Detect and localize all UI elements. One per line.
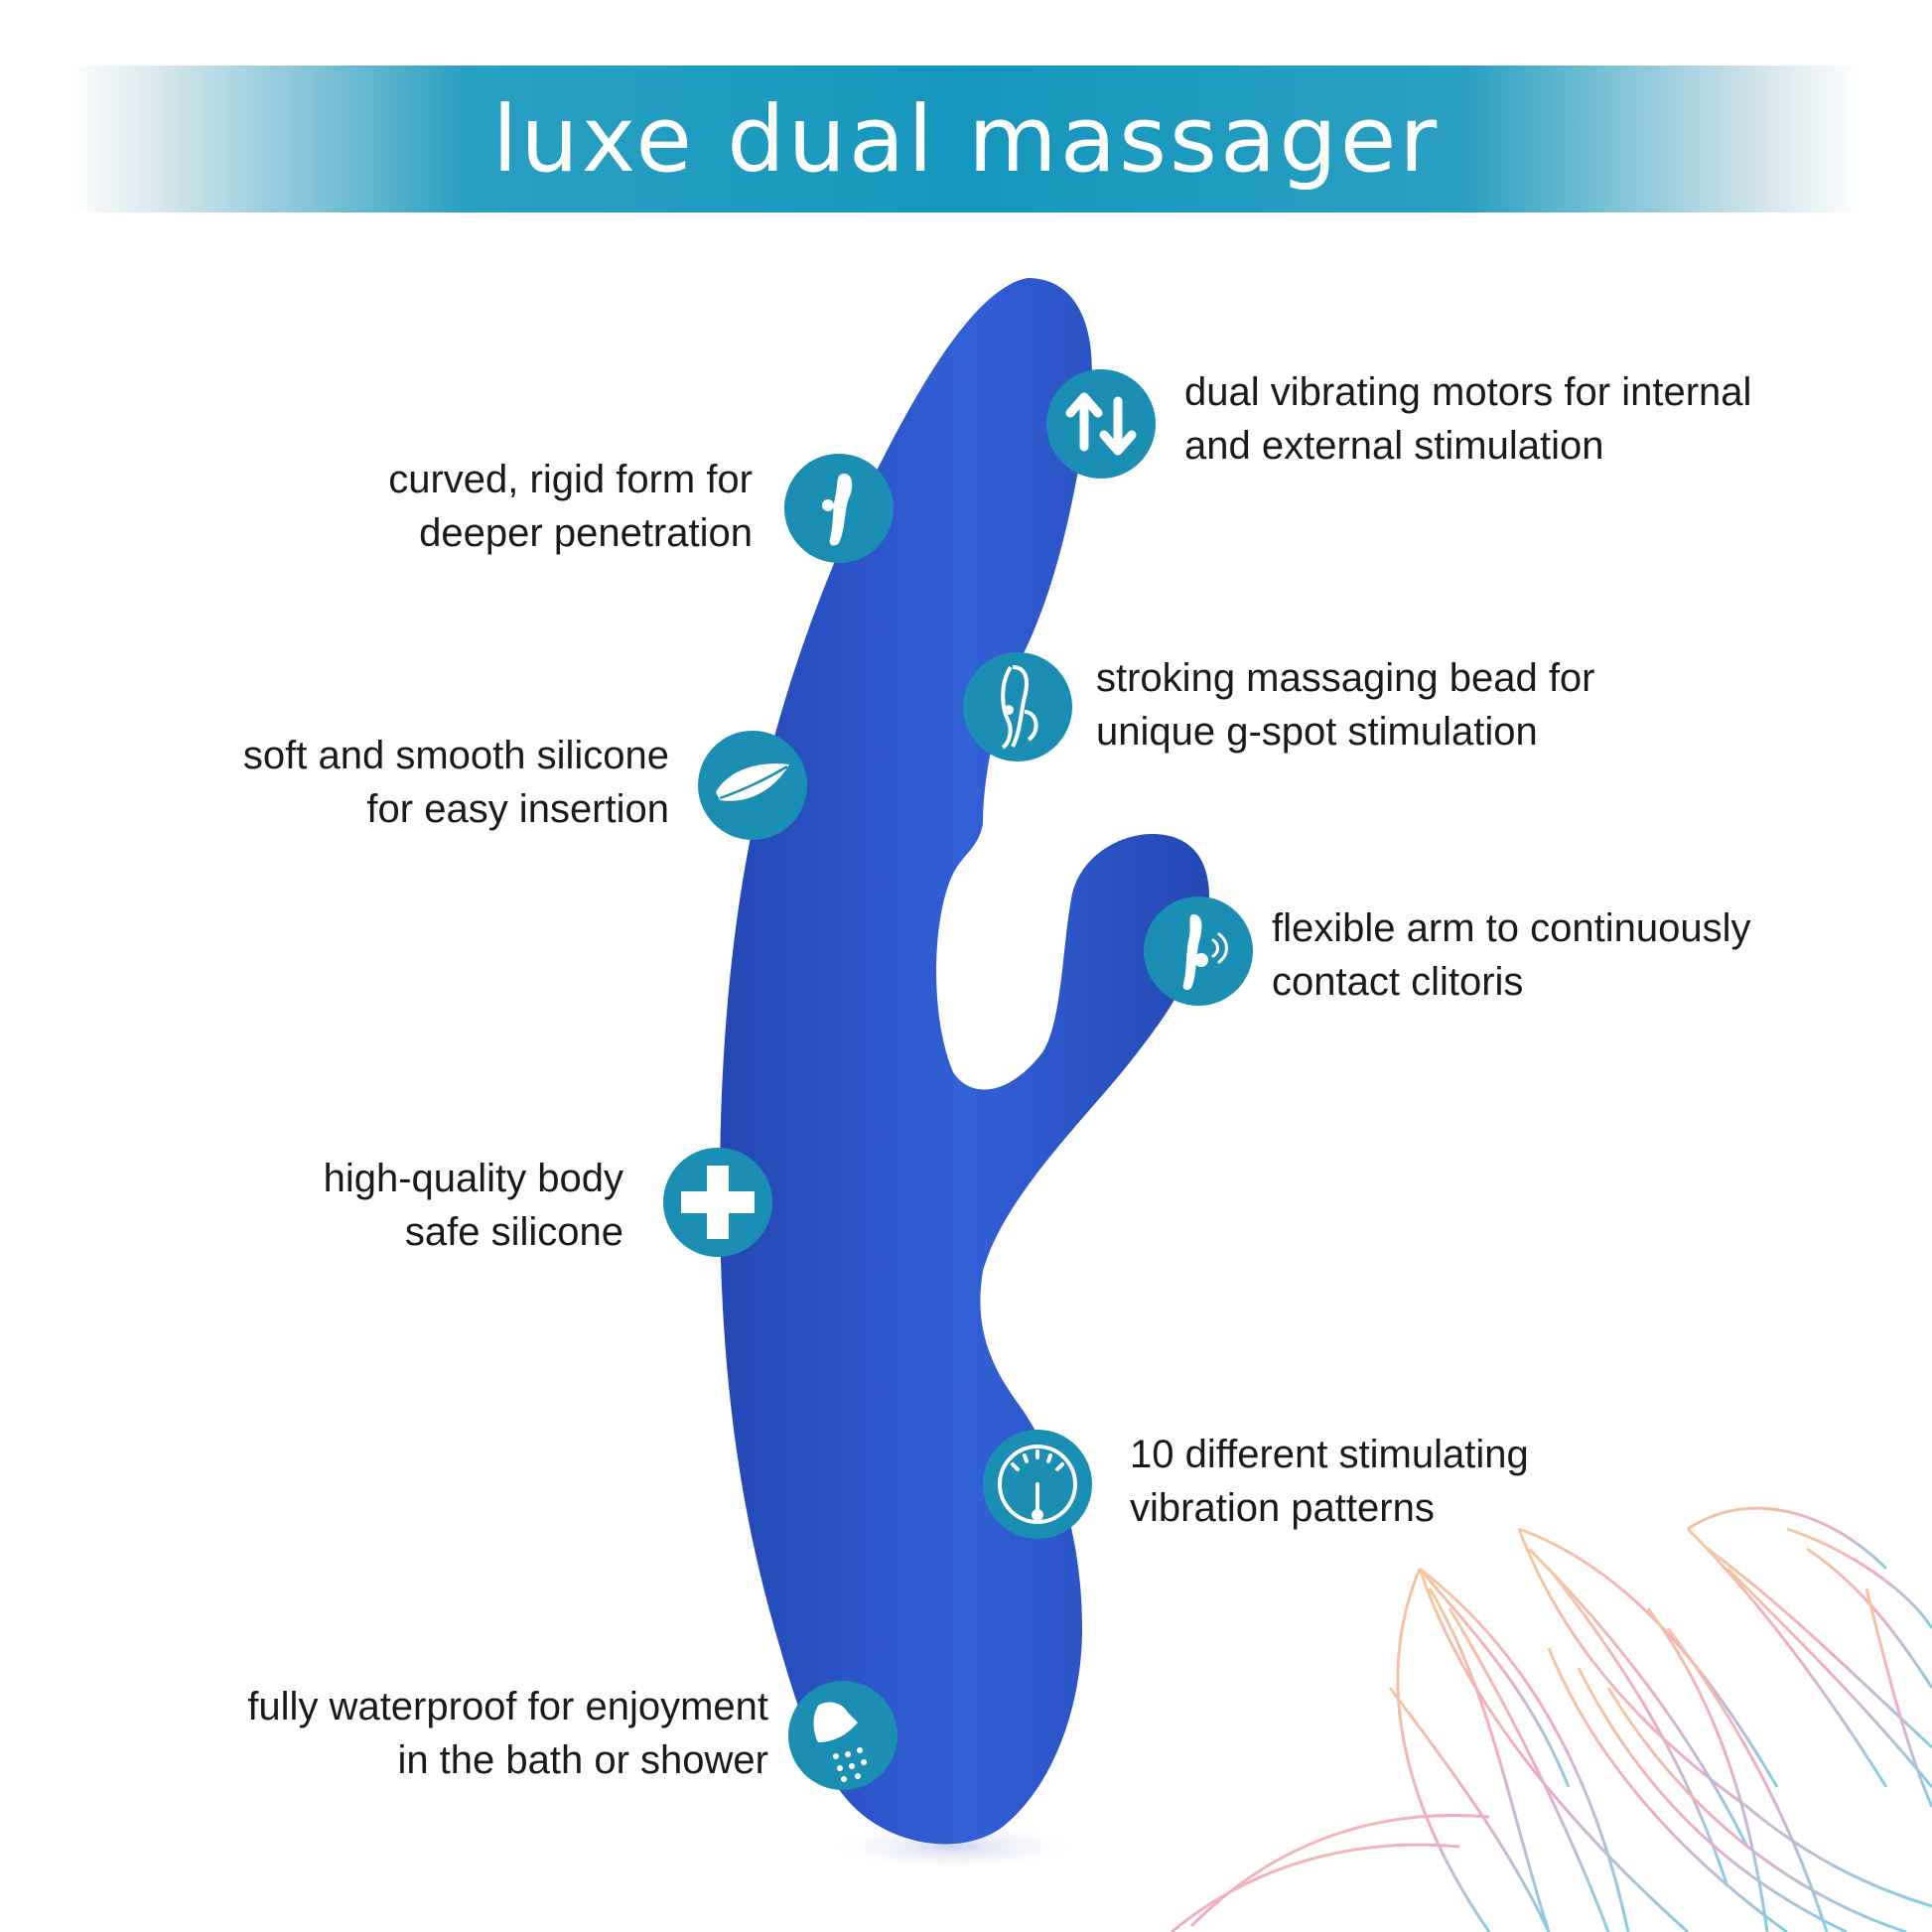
- feather-icon: [698, 731, 807, 840]
- feature-line: contact clitoris: [1272, 960, 1524, 1004]
- feature-massaging-bead: stroking massaging bead for unique g-spo…: [1096, 651, 1595, 759]
- feature-waterproof: fully waterproof for enjoyment in the ba…: [247, 1680, 768, 1787]
- feature-line: and external stimulation: [1184, 424, 1604, 468]
- feature-line: flexible arm to continuously: [1272, 906, 1751, 950]
- feature-dual-motors: dual vibrating motors for internal and e…: [1184, 365, 1751, 473]
- page-title: luxe dual massager: [491, 85, 1441, 193]
- feature-line: fully waterproof for enjoyment: [247, 1685, 768, 1728]
- feature-line: soft and smooth silicone: [242, 734, 669, 777]
- vibrating-arm-icon: [1144, 897, 1253, 1006]
- curved-shape-icon: [784, 454, 894, 563]
- feature-line: 10 different stimulating: [1130, 1433, 1529, 1476]
- feature-line: in the bath or shower: [397, 1738, 768, 1782]
- feature-body-safe: high-quality body safe silicone: [324, 1152, 623, 1259]
- feature-line: stroking massaging bead for: [1096, 656, 1595, 700]
- title-banner: luxe dual massager: [69, 66, 1863, 212]
- feature-line: for easy insertion: [366, 787, 669, 831]
- feature-line: dual vibrating motors for internal: [1184, 370, 1752, 414]
- feature-patterns: 10 different stimulating vibration patte…: [1130, 1428, 1529, 1535]
- feature-line: curved, rigid form for: [388, 458, 753, 501]
- shower-head-icon: [788, 1681, 897, 1790]
- feature-flexible-arm: flexible arm to continuously contact cli…: [1272, 901, 1750, 1009]
- feature-line: vibration patterns: [1130, 1486, 1435, 1530]
- gauge-icon: [983, 1430, 1092, 1539]
- feature-soft-silicone: soft and smooth silicone for easy insert…: [243, 729, 669, 836]
- feature-line: safe silicone: [404, 1210, 623, 1254]
- feature-line: unique g-spot stimulation: [1096, 710, 1538, 754]
- feature-line: high-quality body: [323, 1157, 623, 1200]
- up-down-arrows-icon: [1046, 369, 1156, 479]
- medical-cross-icon: [663, 1148, 772, 1257]
- feature-curved-form: curved, rigid form for deeper penetratio…: [388, 453, 753, 560]
- feature-line: deeper penetration: [419, 511, 753, 555]
- bead-shape-icon: [963, 652, 1072, 761]
